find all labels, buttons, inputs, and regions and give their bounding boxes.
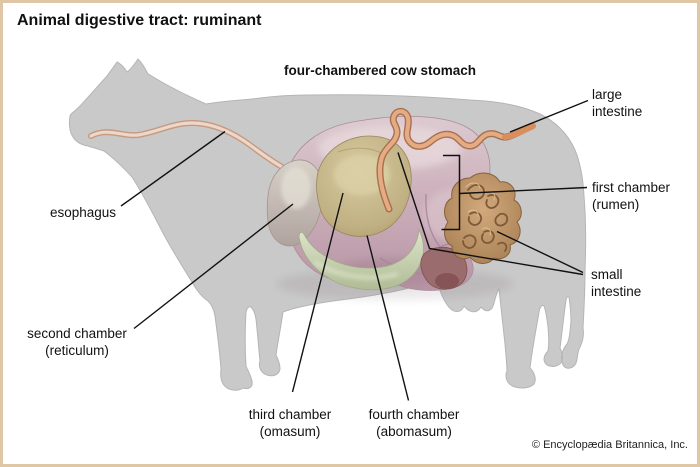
label-esophagus-text: esophagus	[49, 205, 116, 220]
esophagus-leader-line	[120, 130, 226, 207]
abomasum-shape	[298, 228, 424, 291]
small-intestine-leader-line-b	[397, 152, 584, 276]
label-small-intestine: small intestine	[591, 267, 642, 299]
label-large-intestine: large intestine	[592, 87, 643, 119]
copyright-credit: © Encyclopædia Britannica, Inc.	[531, 439, 688, 451]
figure-title: Animal digestive tract: ruminant	[17, 12, 262, 29]
reticulum-shape	[266, 159, 324, 247]
intestine-dark-mass	[420, 246, 468, 290]
third-chamber-leader-line	[291, 192, 344, 393]
label-first-chamber: first chamber (rumen)	[592, 180, 671, 212]
label-esophagus: esophagus	[20, 204, 116, 221]
large-intestine-leader-line	[509, 99, 589, 133]
fourth-chamber-leader-line	[366, 235, 410, 401]
rumen-bracket	[441, 154, 461, 231]
label-second-chamber: second chamber (reticulum)	[27, 326, 127, 358]
large-intestine-tube	[376, 107, 536, 213]
diagram-heading: four-chambered cow stomach	[283, 63, 477, 78]
first-chamber-leader-line	[459, 186, 588, 195]
small-intestine-leader-line-a	[496, 230, 584, 274]
label-fourth-chamber: fourth chamber (abomasum)	[368, 407, 460, 439]
small-intestine-coil	[444, 172, 522, 264]
second-chamber-leader-line	[133, 203, 294, 330]
label-third-chamber: third chamber (omasum)	[248, 407, 332, 439]
